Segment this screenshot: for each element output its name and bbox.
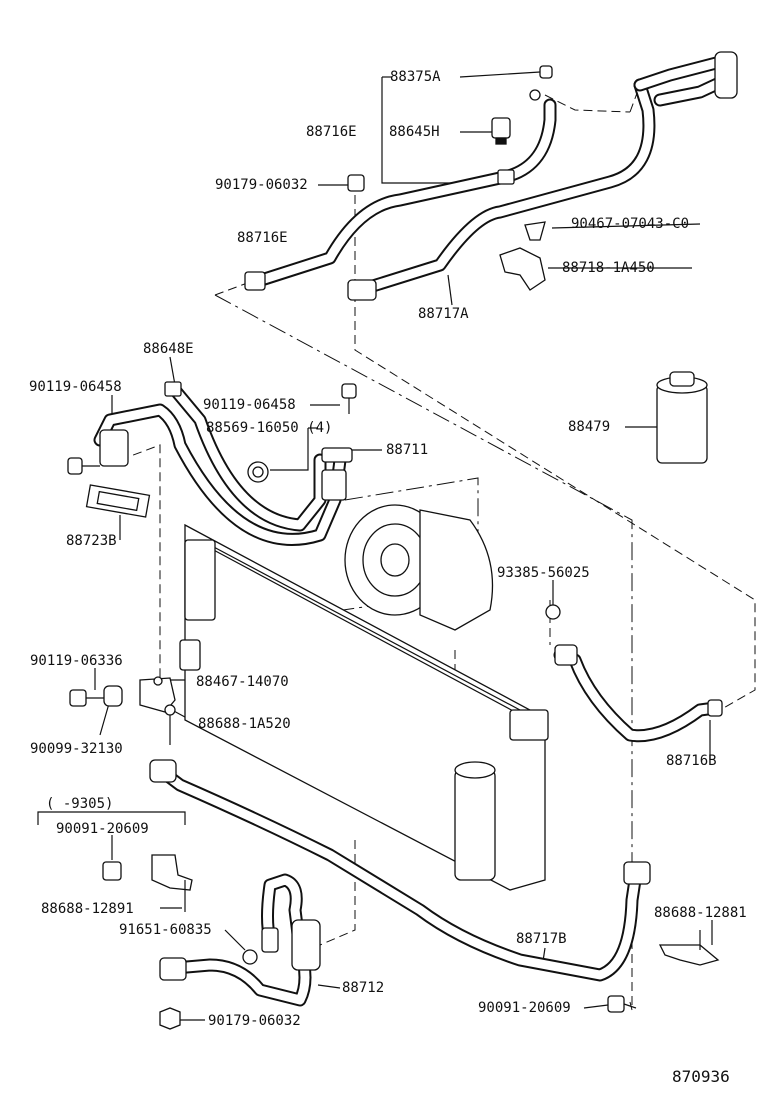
label-88688-1A520: 88688-1A520 [198, 716, 291, 732]
bolt-90119-06336 [69, 689, 104, 707]
receiver-88479 [656, 371, 708, 464]
label-88479: 88479 [568, 419, 611, 435]
bracket-88718 [499, 247, 546, 291]
bracket-88467 [139, 676, 176, 713]
clamp-88569 [247, 461, 269, 483]
label-date-range-9305: ( -9305) [46, 796, 114, 812]
label-90119-06336: 90119-06336 [30, 653, 123, 669]
bracket-88688-12881 [658, 930, 720, 966]
collar-90099 [103, 685, 123, 707]
label-90467-07043-C0: 90467-07043-C0 [571, 216, 690, 232]
hose-88711 [93, 403, 353, 546]
hose-88716E [244, 98, 557, 291]
bolt-90119-right [341, 383, 357, 414]
label-88569-16050: 88569-16050 (4) [206, 420, 333, 436]
label-90099-32130: 90099-32130 [30, 741, 123, 757]
label-88716E: 88716E [237, 230, 288, 246]
condenser [179, 523, 549, 891]
label-90091-20609-left: 90091-20609 [56, 821, 149, 837]
hose-88648E [164, 381, 327, 532]
compressor [344, 504, 494, 631]
label-90119-06458-right: 90119-06458 [203, 397, 296, 413]
label-88688-12891: 88688-12891 [41, 901, 134, 917]
bolt-90091-right [607, 995, 637, 1013]
tube-88717B [149, 759, 651, 982]
nut-90179-top [347, 174, 365, 192]
label-88717B: 88717B [516, 931, 567, 947]
bolt-90091-left [102, 861, 122, 881]
label-88712: 88712 [342, 980, 385, 996]
label-88718-1A450: 88718-1A450 [562, 260, 655, 276]
label-90119-06458-left: 90119-06458 [29, 379, 122, 395]
clip-90467 [524, 221, 546, 241]
label-88645H: 88645H [389, 124, 440, 140]
cap-88375A [529, 65, 553, 101]
bolt-88688-1A520 [164, 704, 176, 745]
hose-88712 [159, 873, 321, 1007]
o-ring-91651 [242, 949, 258, 965]
figure-number: 870936 [672, 1067, 730, 1086]
label-90179-06032-top: 90179-06032 [215, 177, 308, 193]
label-88467-14070: 88467-14070 [196, 674, 289, 690]
label-88688-12881: 88688-12881 [654, 905, 747, 921]
label-90179-06032-bottom: 90179-06032 [208, 1013, 301, 1029]
o-ring-93385 [545, 604, 561, 620]
bracket-88688-12891 [151, 854, 193, 912]
label-88717A: 88717A [418, 306, 469, 322]
label-88375A: 88375A [390, 69, 441, 85]
label-91651-60835: 91651-60835 [119, 922, 212, 938]
bolt-90119-left [67, 457, 100, 475]
nut-90179-bottom [159, 1007, 181, 1030]
gasket-88723B [85, 484, 151, 518]
label-88711: 88711 [386, 442, 429, 458]
label-88648E: 88648E [143, 341, 194, 357]
label-93385-56025: 93385-56025 [497, 565, 590, 581]
label-88716B: 88716B [666, 753, 717, 769]
label-88716E-top: 88716E [306, 124, 357, 140]
label-90091-20609-right: 90091-20609 [478, 1000, 571, 1016]
pressure-switch-88645H [491, 117, 511, 145]
label-88723B: 88723B [66, 533, 117, 549]
hose-88717A [347, 51, 738, 301]
hose-88716B [553, 644, 723, 743]
